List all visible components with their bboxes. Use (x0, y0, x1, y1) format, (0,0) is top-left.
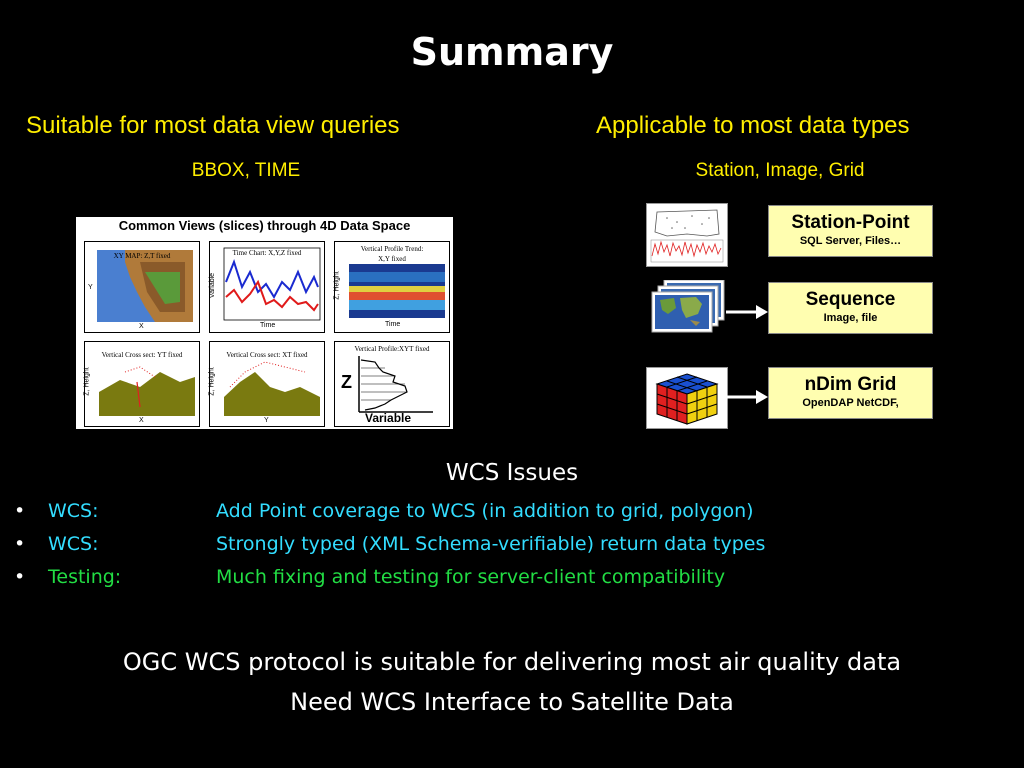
data-views-figure: Common Views (slices) through 4D Data Sp… (76, 217, 453, 429)
right-heading: Applicable to most data types (596, 112, 910, 139)
sequence-box: Sequence Image, file (768, 282, 933, 334)
y-axis-label: Variable (209, 272, 217, 299)
panel-cross-section-xt: Vertical Cross sect: XT fixed Z, Height … (209, 341, 325, 427)
panel-label: Vertical Profile:XYT fixed (354, 345, 430, 353)
issue-value: Strongly typed (XML Schema-verifiable) r… (216, 533, 766, 555)
cross-section-graphic (224, 361, 320, 416)
x-axis-label: X (139, 417, 144, 424)
box-subtitle: OpenDAP NetCDF, (802, 397, 899, 409)
time-series-graphic (223, 247, 321, 321)
x-axis-label: Variable (365, 411, 412, 425)
bullet-icon: • (14, 500, 26, 522)
issue-key: WCS: (48, 500, 99, 522)
panel-xy-map: XY MAP: Z,T fixed Y X (84, 241, 200, 333)
y-axis-label: Z, Height (208, 367, 216, 396)
panel-label: XY MAP: Z,T fixed (113, 252, 171, 260)
issue-value: Much fixing and testing for server-clien… (216, 566, 726, 588)
rubiks-cube-thumbnail (646, 367, 728, 429)
panel-cross-section-yt: Vertical Cross sect: YT fixed Z, Height … (84, 341, 200, 427)
issue-key: WCS: (48, 533, 99, 555)
panel-label: Vertical Cross sect: XT fixed (226, 351, 308, 359)
issue-value: Add Point coverage to WCS (in addition t… (216, 500, 754, 522)
left-heading: Suitable for most data view queries (26, 112, 400, 139)
y-axis-label: Z (341, 372, 352, 392)
bullet-icon: • (14, 533, 26, 555)
x-axis-label: Y (264, 417, 269, 424)
arrow-icon (726, 390, 768, 404)
box-title: Station-Point (791, 212, 910, 233)
panel-label: Vertical Cross sect: YT fixed (101, 351, 183, 359)
profile-graphic (358, 356, 433, 413)
box-title: nDim Grid (804, 374, 897, 395)
panel-time-chart: Time Chart: X,Y,Z fixed Variable Time (209, 241, 325, 333)
panel-vertical-profile: Vertical Profile:XYT fixed Z Variable (334, 341, 450, 427)
station-point-box: Station-Point SQL Server, Files… (768, 205, 933, 257)
station-map-graphic (647, 204, 727, 266)
ndim-grid-box: nDim Grid OpenDAP NetCDF, (768, 367, 933, 419)
panel-label-2: X,Y fixed (378, 255, 406, 263)
footer-line-1: OGC WCS protocol is suitable for deliver… (122, 648, 902, 676)
satellite-stack-graphic (651, 279, 725, 333)
slide-title: Summary (410, 30, 614, 74)
box-subtitle: SQL Server, Files… (799, 235, 902, 247)
panel-label: Vertical Profile Trend: (360, 245, 424, 253)
image-sequence-stack (646, 279, 728, 341)
box-subtitle: Image, file (823, 312, 878, 324)
x-axis-label: Time (260, 322, 276, 329)
issues-title: WCS Issues (445, 460, 579, 486)
map-graphic (97, 250, 193, 322)
panel-label: Time Chart: X,Y,Z fixed (232, 249, 302, 257)
panel-profile-trend: Vertical Profile Trend: X,Y fixed Z, Hei… (334, 241, 450, 333)
cross-section-graphic (99, 366, 195, 416)
grid-cube-graphic (655, 373, 719, 425)
x-axis-label: X (139, 323, 144, 330)
footer-line-2: Need WCS Interface to Satellite Data (290, 688, 734, 716)
bullet-icon: • (14, 566, 26, 588)
y-axis-label: Y (88, 284, 93, 291)
y-axis-label: Z, Height (83, 367, 91, 396)
issue-key: Testing: (48, 566, 122, 588)
figure-title: Common Views (slices) through 4D Data Sp… (118, 218, 411, 233)
y-axis-label: Z, Height (333, 271, 341, 300)
box-title: Sequence (805, 289, 896, 310)
profile-trend-graphic (349, 264, 445, 318)
arrow-icon (726, 305, 768, 319)
station-map-thumbnail (646, 203, 728, 267)
right-subheading: Station, Image, Grid (695, 160, 865, 181)
left-subheading: BBOX, TIME (191, 160, 301, 181)
x-axis-label: Time (385, 321, 401, 328)
